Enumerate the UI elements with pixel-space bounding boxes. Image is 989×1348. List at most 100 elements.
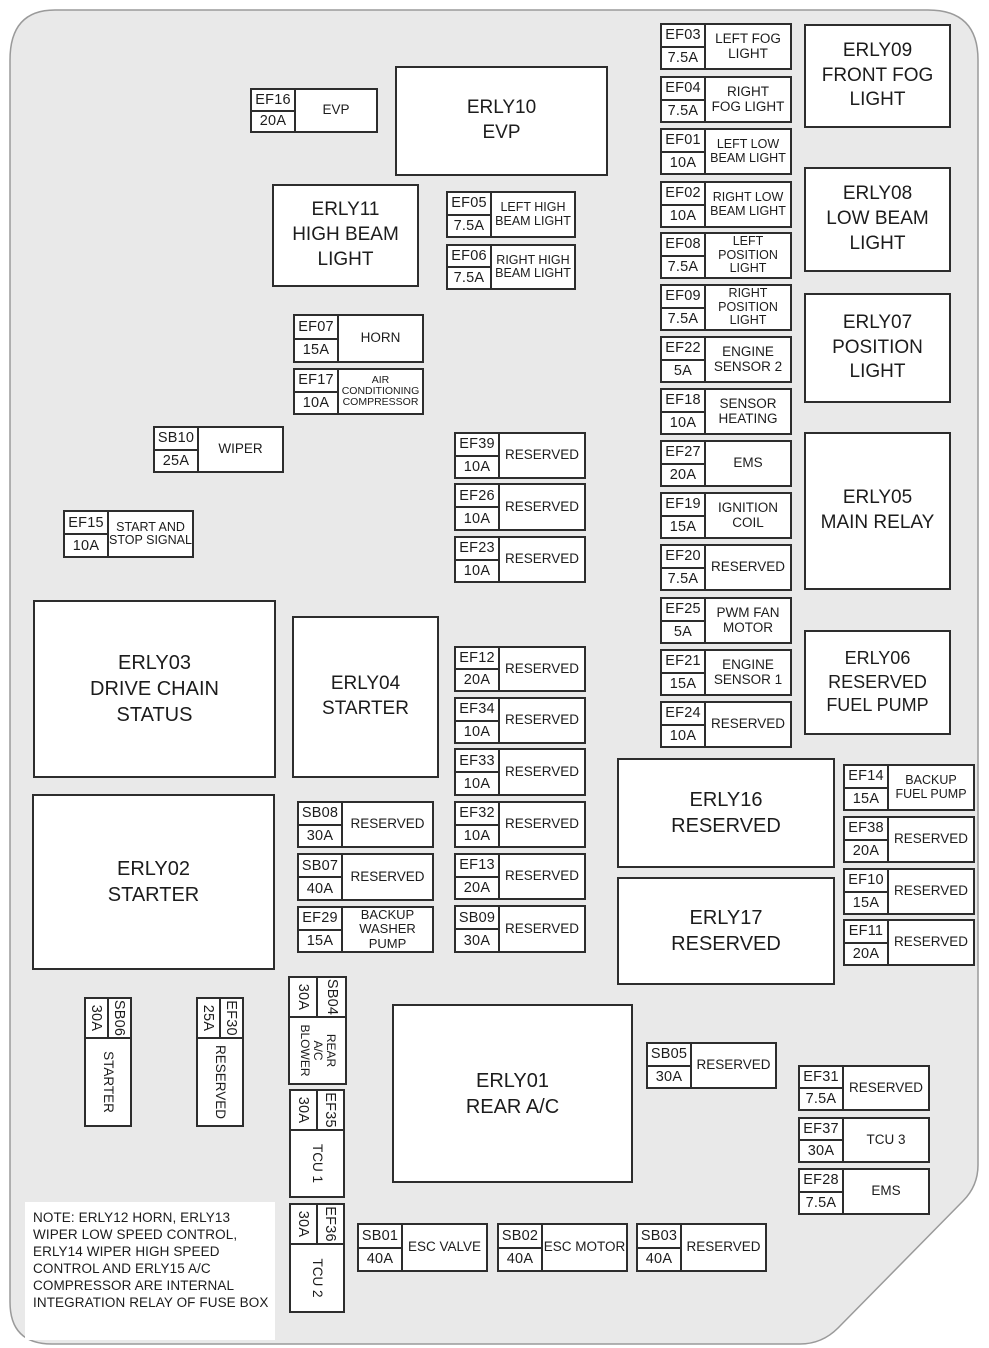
fuse-amp-rating: 30A [798,1139,844,1163]
fuse-amp-rating: 40A [636,1246,682,1272]
fuse-label: RIGHT POSITION LIGHT [704,284,792,331]
fuse-amp-rating: 7.5A [660,45,706,70]
fuse-code: EF32 [454,801,500,826]
fuse-code: EF01 [660,128,706,153]
fuse-label: HORN [337,314,424,363]
fuse-label: RESERVED [498,905,586,953]
fuse-code: EF31 [798,1065,844,1089]
fuse-label: IGNITION COIL [704,492,792,539]
fuse-code: EF10 [843,868,889,893]
relay-ERLY08: ERLY08 LOW BEAM LIGHT [804,167,951,272]
fuse-label: RESERVED [341,853,434,901]
fuse-label: RESERVED [680,1223,767,1272]
fuse-code: EF12 [454,646,500,670]
fuse-code: EF25 [660,597,706,622]
fuse-amp-rating: 20A [250,109,296,133]
fuse-label: SENSOR HEATING [704,388,792,435]
fuse-label: RESERVED [887,868,975,915]
fuse-label: RIGHT LOW BEAM LIGHT [704,181,792,228]
fuse-code: EF24 [660,701,706,726]
relay-ERLY04: ERLY04 STARTER [292,616,439,778]
fuse-amp-rating: 10A [660,203,706,228]
fuse-amp-rating: 30A [289,1089,318,1131]
fuse-amp-rating: 10A [293,390,339,415]
relay-ERLY01: ERLY01 REAR A/C [392,1004,633,1183]
fuse-code: SB02 [497,1223,543,1249]
fuse-label: BACKUP FUEL PUMP [887,764,975,811]
relay-ERLY11: ERLY11 HIGH BEAM LIGHT [272,184,419,287]
fuse-code: EF07 [293,314,339,340]
fuse-code: EF06 [446,244,492,268]
fuse-label: AIR CONDITIONING COMPRESSOR [337,368,424,415]
fuse-amp-rating: 7.5A [446,266,492,290]
fuse-label: TCU 3 [842,1117,930,1163]
fuse-label: ESC MOTOR [541,1223,628,1272]
fuse-code: SB04 [316,976,347,1018]
fuse-label: RESERVED [887,816,975,863]
fuse-label: TCU 1 [289,1129,345,1198]
fuse-code: EF04 [660,76,706,101]
fuse-code: EF03 [660,23,706,48]
fuse-amp-rating: 10A [454,719,500,744]
fuse-amp-rating: 40A [497,1246,543,1272]
relay-ERLY02: ERLY02 STARTER [32,794,275,970]
fuse-code: EF22 [660,336,706,361]
fuse-label: RESERVED [690,1042,777,1089]
fuse-label: TCU 2 [289,1243,345,1313]
fuse-code: EF08 [660,232,706,257]
relay-ERLY16: ERLY16 RESERVED [617,758,835,868]
fuse-label: ENGINE SENSOR 1 [704,649,792,696]
fuse-amp-rating: 30A [288,976,319,1018]
fuse-label: STARTER [84,1037,132,1127]
fuse-label: RESERVED [498,801,586,848]
fuse-amp-rating: 30A [646,1064,692,1089]
fuse-amp-rating: 15A [660,514,706,539]
fuse-amp-rating: 7.5A [798,1190,844,1215]
fuse-label: RESERVED [498,697,586,744]
fuse-label: LEFT HIGH BEAM LIGHT [490,191,576,238]
fuse-code: EF27 [660,440,706,465]
fuse-code: EF19 [660,492,706,517]
fuse-label: BACKUP WASHER PUMP [341,906,434,953]
fuse-amp-rating: 5A [660,619,706,644]
fuse-label: RESERVED [196,1037,244,1127]
fuse-code: EF38 [843,816,889,841]
fuse-label: RESERVED [704,544,792,591]
fuse-code: EF37 [798,1117,844,1141]
fuse-code: EF30 [219,997,244,1039]
fuse-amp-rating: 7.5A [660,306,706,331]
fuse-label: REAR A/C BLOWER [288,1016,347,1085]
fuse-label: RIGHT HIGH BEAM LIGHT [490,244,576,290]
fuse-label: RESERVED [341,801,434,848]
fuse-label: RESERVED [842,1065,930,1111]
fuse-label: RESERVED [498,432,586,479]
fuse-label: EMS [704,440,792,487]
fuse-label: PWM FAN MOTOR [704,597,792,644]
fuse-label: RESERVED [498,483,586,531]
